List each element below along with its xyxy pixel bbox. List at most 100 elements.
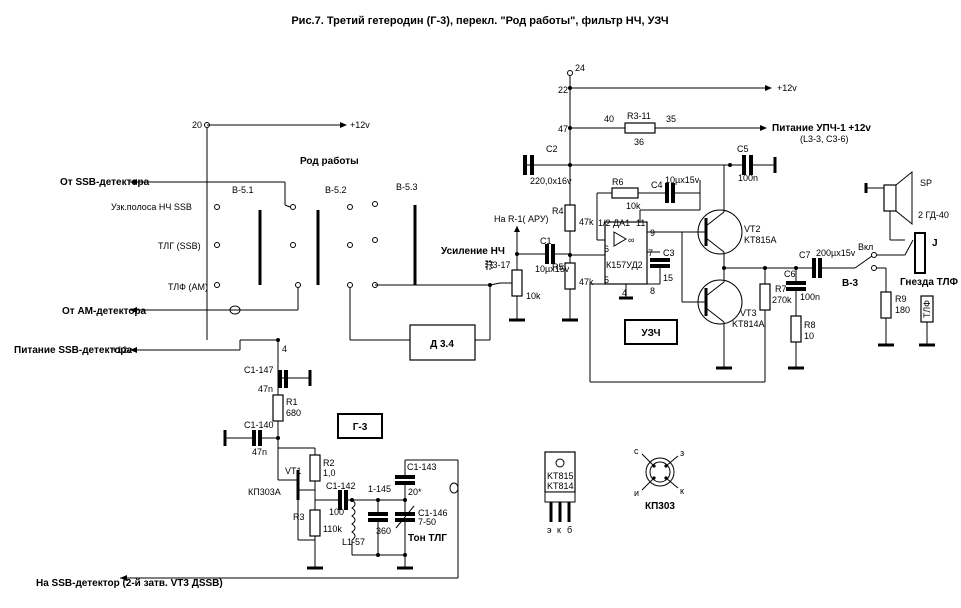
r3-17-value: 10k [526,291,541,301]
kp303-label: КП303 [645,501,675,512]
resistor-r7 [759,283,771,311]
terminal-24 [567,70,573,76]
c3-label: C3 [663,248,675,258]
resistor-r3 [309,509,321,537]
pin-9: 9 [650,228,655,238]
node-4-label: 4 [282,344,287,354]
vt3-type: KT814A [732,319,765,329]
c1-143-label: C1-143 [407,462,437,472]
node-20-label: 20 [192,120,202,130]
c1-147-value: 47n [258,384,273,394]
uzch-label: УЗЧ [641,328,660,339]
node-35-label: 35 [666,114,676,124]
g3-block [337,413,383,439]
potentiometer-r3-17 [511,269,523,297]
b51-label: B-5.1 [232,185,254,195]
c2-label: C2 [546,144,558,154]
ot-ssb-label: От SSB-детектора [60,177,150,188]
r8-label: R8 [804,320,816,330]
resistor-r6 [611,187,639,199]
c6-label: C6 [784,269,796,279]
r6-value: 10k [626,201,641,211]
mode-switch: Род работы B-5.1 B-5.2 B-5.3 От SSB-дете… [14,120,501,395]
resistor-r3-11 [624,122,656,134]
c7-label: C7 [799,250,811,260]
da1-label: 1/2 ДА1 [598,218,630,228]
r3-value: 110k [323,524,342,534]
resistor-r4 [564,204,576,232]
kt814-label: KT814 [547,481,574,491]
pin-6: 6 [604,244,609,254]
b52-label: B-5.2 [325,185,347,195]
pit-upch-label: Питание УПЧ-1 +12v [772,123,871,134]
l1-145-label: 1-145 [368,484,391,494]
pinout-kp303: с з и к КП303 [634,446,684,512]
power-rail-top: 24 22 +12v 47 40 R3-11 36 35 Питание УПЧ… [523,63,871,186]
pin-b-label: б [567,525,572,535]
r1-label: R1 [286,397,298,407]
d34-label: Д 3.4 [430,339,454,350]
r3-17-label: R3-17 [486,260,511,270]
kp303a-label: КП303А [248,487,281,497]
vt3-label: VT3 [740,308,757,318]
volume-section: На R-1( АРУ) Усиление НЧ C1 10µx15v R3-1… [441,214,570,322]
pin-5: 5 [604,275,609,285]
c1-146-value: 7-50 [418,517,436,527]
r3-label: R3 [293,512,305,522]
r4-value: 47k [579,217,594,227]
c1-value: 10µx15v [535,264,570,274]
sp-type: 2 ГД-40 [918,210,949,220]
divider-r4-r5: R4 47k R5 47k [552,165,605,322]
b53-label: B-5.3 [396,182,418,192]
opamp-da1-body [604,221,648,285]
r2-value: 1,0 [323,468,336,478]
pit-upch-sub-label: (L3-3, C3-6) [800,134,849,144]
c1-146-label: C1-146 [418,508,448,518]
c1-147-label: C1-147 [244,365,274,375]
na-ssb-label: На SSB-детектор (2-й затв. VT3 ДSSB) [36,578,223,589]
r3-11-label: R3-11 [627,111,651,121]
g3-label: Г-3 [353,422,368,433]
pin-7: 7 [648,248,653,258]
na-r1-label: На R-1( АРУ) [494,214,549,224]
r7-label: R7 [775,284,787,294]
r9-label: R9 [895,294,907,304]
pin-4: 4 [622,288,627,298]
da1-type: К157УД2 [606,260,643,270]
resistor-r8 [790,315,802,343]
usil-label: Усиление НЧ [441,246,505,257]
vkl-label: Вкл [858,242,873,252]
pit-ssb-label: Питание SSB-детекторa [14,345,132,356]
svg-text:∞: ∞ [628,235,634,245]
diagram-title: Рис.7. Третий гетеродин (Г-3), перекл. "… [291,15,668,27]
jack-j [914,232,926,274]
c1-143-value: 20* [408,487,422,497]
vt1-label: VT1 [285,466,302,476]
node-22-label: 22 [558,85,568,95]
node-47-label: 47 [558,124,568,134]
pin-i-label: и [634,488,639,498]
r5-label: R5 [552,262,564,272]
pin-11: 11 [636,218,645,228]
r9-value: 180 [895,305,910,315]
feedback-r6-c4: R6 10k C4 10µx15v [596,175,701,241]
r5-value: 47k [579,277,594,287]
uzch-block [624,319,678,345]
plus12v-left-label: +12v [350,120,370,130]
uzk-label: Узк.полоса НЧ SSB [111,202,192,212]
speaker-section: Вкл В-3 R9 180 SP 2 ГД-40 J Гнезда ТЛФ Т… [842,170,959,347]
sp-label: SP [920,178,932,188]
pin-kp-label: к [680,486,684,496]
tlf-label: ТЛФ (АМ) [168,282,208,292]
plus12v-ssb-label: +12v [112,345,132,355]
ot-am-label: От АМ-детектора [62,306,147,317]
c2-value: 220,0x16v [530,176,572,186]
c1-140-value: 47n [252,447,267,457]
pin-8: 8 [650,286,655,296]
c1-142-label: C1-142 [326,481,356,491]
vt2-type: KT815A [744,235,777,245]
pin-k-label: к [557,525,561,535]
cap-360-value: 360 [376,526,391,536]
r1-value: 680 [286,408,301,418]
